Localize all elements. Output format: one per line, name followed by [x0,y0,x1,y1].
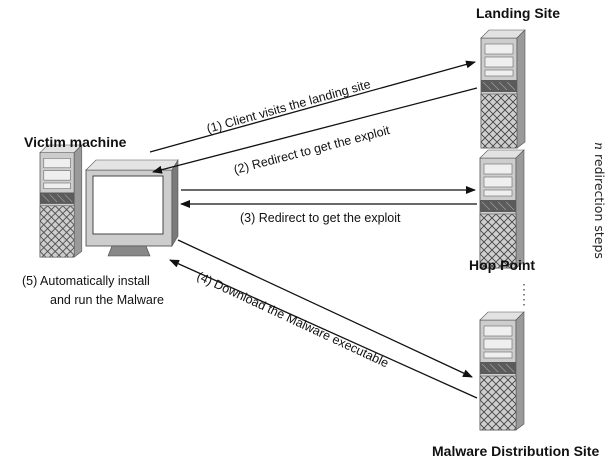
malware-distribution-site-label: Malware Distribution Site [432,443,599,459]
edge-label-step3: (3) Redirect to get the exploit [240,211,401,225]
victim-machine-label: Victim machine [24,134,127,150]
malware-distribution-server-icon [479,311,525,431]
redirection-steps-label: n redirection steps [592,142,607,259]
arrow-step3 [180,186,477,208]
redirection-steps-variable: n [592,142,607,150]
hop-point-label: Hop Point [469,257,535,273]
redirection-steps-text: redirection steps [592,150,607,259]
edge-label-step1: (1) Client visits the landing site [205,77,372,136]
landing-site-label: Landing Site [476,5,560,21]
arrow-step4 [169,239,478,399]
arrow-step2 [152,87,478,174]
victim-note-line1: (5) Automatically install [22,274,150,288]
edge-label-step4: (4) Download the Malware executable [195,269,391,370]
hop-point-server-icon [479,149,525,269]
victim-computer-icon [39,144,179,258]
victim-note-line2: and run the Malware [50,293,164,307]
landing-site-server-icon [480,29,526,149]
arrow-step1 [149,60,476,153]
